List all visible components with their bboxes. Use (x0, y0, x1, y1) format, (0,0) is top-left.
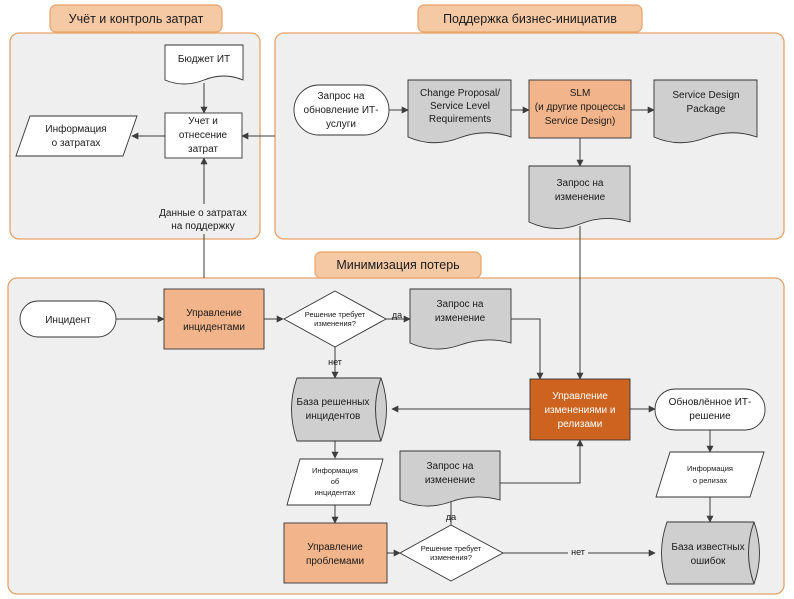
node-service-design-package: Service Design Package (653, 79, 758, 144)
node-decision-bottom-line-1: Решение требует (421, 544, 482, 553)
node-incident-info-line-2: об (331, 477, 339, 486)
node-release-info-line-1: Информация (687, 464, 733, 473)
node-change-proposal-line-2: Service Level (430, 101, 490, 112)
node-cost-info-line-2: о затратах (52, 138, 101, 149)
node-known-errors-db-line-1: База известных (671, 542, 744, 553)
node-cost-accounting-line-1: Учет и (188, 116, 218, 127)
panel-losses-title: Минимизация потерь (336, 258, 459, 272)
node-known-errors-db: База известных ошибок (661, 521, 760, 585)
node-cost-accounting-line-3: затрат (188, 144, 218, 155)
node-cost-accounting: Учет и отнесение затрат (164, 112, 243, 159)
node-it-service-update-request-line-3: услуги (326, 119, 356, 130)
node-change-request-mid-line-2: изменение (435, 313, 486, 324)
node-change-request-bottom: Запрос на изменение (399, 450, 501, 507)
edge-label-no-bottom: нет (571, 547, 585, 557)
node-updated-it-solution: Обновлённое ИТ- решение (654, 388, 766, 431)
node-release-info-line-2: о релизах (693, 476, 728, 485)
node-change-request-top-line-1: Запрос на (556, 178, 603, 189)
node-incident-management: Управление инцидентами (163, 288, 265, 350)
node-slm-line-3: Service Design) (545, 116, 616, 127)
node-cost-info-line-1: Информация (45, 123, 106, 135)
node-change-proposal-line-3: Requirements (429, 114, 491, 125)
node-resolved-incidents-db-line-2: инцидентов (306, 411, 361, 422)
node-change-request-mid: Запрос на изменение (409, 288, 512, 350)
node-change-release-management-line-3: релизами (558, 419, 603, 430)
node-support-cost-data-line-1: Данные о затратах (159, 208, 247, 219)
node-change-proposal-line-1: Change Proposal/ (420, 88, 500, 99)
node-problem-management: Управление проблемами (283, 522, 388, 584)
panel-initiatives-title: Поддержка бизнес-инициатив (443, 12, 617, 26)
node-decision-top-line-2: изменения? (314, 319, 356, 328)
node-resolved-incidents-db-line-1: База решенных (297, 397, 370, 408)
node-slm: SLM (и другие процессы Service Design) (528, 79, 632, 139)
node-incident-management-line-2: инцидентами (183, 322, 245, 333)
node-change-proposal: Change Proposal/ Service Level Requireme… (407, 79, 512, 144)
node-change-release-management-line-2: изменениями и (544, 405, 615, 416)
node-resolved-incidents-db: База решенных инцидентов (291, 377, 387, 442)
node-change-request-bottom-line-1: Запрос на (426, 461, 473, 472)
panel-losses-tab (314, 251, 482, 279)
node-updated-it-solution-line-2: решение (689, 411, 731, 422)
node-sdp-line-1: Service Design (672, 90, 739, 101)
node-decision-top-line-1: Решение требует (305, 310, 366, 319)
node-support-cost-data: Данные о затратах на поддержку (154, 204, 254, 234)
node-change-request-top-line-2: изменение (555, 192, 606, 203)
node-slm-line-2: (и другие процессы (535, 102, 625, 113)
edge-label-yes-bottom: да (446, 512, 456, 522)
edge-label-no-top: нет (328, 357, 342, 367)
node-it-service-update-request-line-1: Запрос на (317, 91, 364, 102)
node-incident-line-1: Инцидент (45, 315, 91, 326)
node-incident-info-line-1: Информация (312, 466, 358, 475)
node-support-cost-data-line-2: на поддержку (171, 221, 235, 232)
node-budget: Бюджет ИТ (164, 44, 244, 85)
panel-costs-tab (49, 4, 223, 33)
node-change-request-top: Запрос на изменение (528, 165, 631, 229)
node-slm-line-1: SLM (570, 88, 591, 99)
node-decision-change-bottom: Решение требует изменения? (399, 524, 504, 582)
node-cost-accounting-line-2: отнесение (179, 130, 228, 141)
panel-initiatives-tab (417, 4, 643, 33)
node-cost-info: Информация о затратах (15, 115, 138, 157)
node-incident-info-line-3: инцидентах (315, 488, 356, 497)
node-updated-it-solution-line-1: Обновлённое ИТ- (669, 396, 752, 408)
node-problem-management-line-1: Управление (307, 542, 363, 553)
node-budget-line-1: Бюджет ИТ (178, 54, 230, 65)
edge-request-bottom-to-change-management (500, 439, 584, 484)
panel-losses: Минимизация потерь (7, 251, 785, 595)
panel-costs-title: Учёт и контроль затрат (69, 12, 204, 26)
node-release-info: Информация о релизах (655, 451, 765, 498)
node-incident: Инцидент (19, 300, 117, 338)
node-change-release-management-line-1: Управление (552, 391, 608, 402)
node-sdp-line-2: Package (687, 104, 726, 115)
node-problem-management-line-2: проблемами (306, 555, 364, 567)
node-known-errors-db-line-2: ошибок (691, 555, 726, 567)
node-decision-bottom-line-2: изменения? (430, 553, 472, 562)
node-change-request-bottom-line-2: изменение (425, 475, 476, 486)
node-change-request-mid-line-1: Запрос на (436, 299, 483, 310)
node-incident-management-line-1: Управление (186, 308, 242, 319)
node-decision-change-top: Решение требует изменения? (283, 290, 387, 348)
node-it-service-update-request-line-2: обновление ИТ- (304, 104, 379, 116)
node-it-service-update-request: Запрос на обновление ИТ- услуги (293, 84, 390, 136)
edge-request-to-change-management (511, 318, 544, 380)
node-change-release-management: Управление изменениями и релизами (529, 378, 631, 441)
node-incident-info: Информация об инцидентах (286, 458, 384, 506)
edge-label-yes-top: да (392, 310, 402, 320)
